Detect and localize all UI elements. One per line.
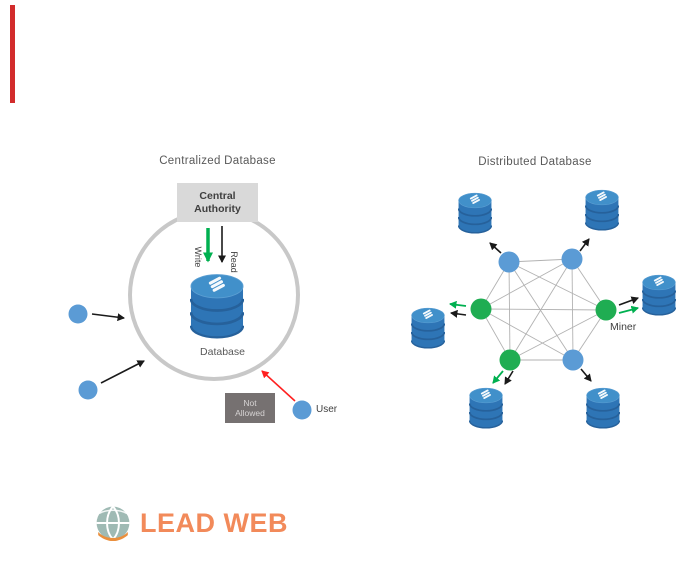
replicate-arrow	[489, 242, 502, 254]
central-authority-line1: Central	[199, 189, 236, 202]
replicate-arrow-green	[449, 300, 467, 309]
network-node-blue	[562, 349, 584, 371]
database-icon	[411, 307, 445, 349]
database-icon	[458, 192, 492, 234]
not-allowed-line2: Allowed	[235, 408, 265, 418]
replicate-arrow	[504, 370, 514, 385]
network-node-blue	[498, 251, 520, 273]
replicate-arrow-green	[492, 370, 504, 384]
brand-logo: LEAD WEB	[95, 505, 288, 565]
network-node-miner	[595, 299, 617, 321]
brand-logo-text: LEAD WEB	[140, 508, 288, 538]
user-label: User	[316, 404, 338, 415]
database-label: Database	[200, 346, 245, 358]
not-allowed-line1: Not	[243, 397, 257, 408]
network-node-green	[499, 349, 521, 371]
centralized-title: Centralized Database	[159, 155, 276, 167]
database-icon	[469, 387, 503, 429]
miner-label: Miner	[610, 321, 637, 333]
globe-icon	[96, 505, 130, 541]
replicate-arrow	[450, 309, 467, 318]
replicate-arrow	[580, 368, 592, 382]
network-node-green	[470, 298, 492, 320]
database-icon	[586, 387, 620, 429]
not-allowed-arrow	[261, 370, 296, 402]
user-access-arrow	[91, 313, 125, 322]
central-authority-line2: Authority	[194, 202, 241, 215]
not-allowed-box: Not Allowed	[225, 393, 275, 423]
database-icon	[642, 274, 676, 316]
red-marker-bar	[10, 5, 15, 103]
read-label: Read	[229, 251, 239, 273]
blocked-user-dot	[292, 400, 312, 420]
network-node-blue	[561, 248, 583, 270]
replicate-arrow-green	[618, 305, 639, 314]
network-edges	[480, 258, 607, 361]
distributed-title: Distributed Database	[478, 156, 592, 168]
replicate-arrow	[579, 238, 590, 252]
central-authority-box: Central Authority	[177, 183, 258, 222]
diagram-canvas	[68, 189, 676, 429]
user-access-arrow	[100, 360, 145, 384]
user-node-dot	[68, 304, 88, 324]
write-label: Write	[193, 246, 203, 268]
database-icon	[585, 189, 619, 231]
user-node-dot	[78, 380, 98, 400]
replicate-arrow	[618, 296, 639, 306]
